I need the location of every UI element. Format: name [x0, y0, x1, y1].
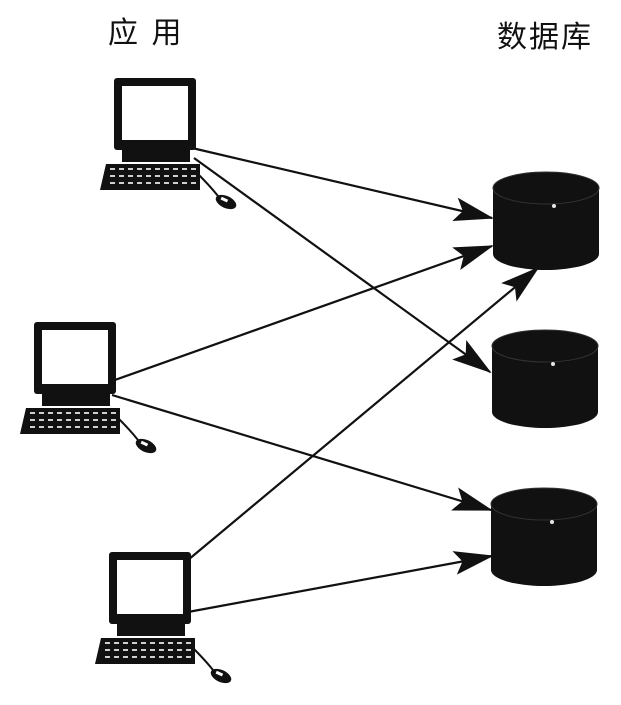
- connection-arrow-app-2-to-db-3: [111, 393, 493, 512]
- connection-arrow-app-1-to-db-1: [191, 146, 494, 222]
- nodes: [20, 78, 600, 684]
- screen: [122, 86, 188, 140]
- applications-heading: 应 用: [108, 16, 184, 51]
- connection-arrow-app-3-to-db-3: [187, 551, 494, 614]
- database-cylinder-db-2: [491, 329, 599, 428]
- database-cylinder-db-1: [492, 171, 600, 270]
- connection-arrow-app-3-to-db-1: [187, 266, 540, 561]
- computer-icon-app-3: [95, 552, 232, 684]
- database-cylinder-db-3: [490, 487, 598, 586]
- screen: [42, 330, 108, 384]
- connection-arrow-app-1-to-db-2: [193, 157, 492, 374]
- computer-icon-app-2: [20, 322, 157, 454]
- screen: [117, 560, 183, 614]
- connections: [111, 146, 540, 614]
- databases-heading: 数据库: [497, 20, 593, 55]
- computer-icon-app-1: [100, 78, 237, 210]
- connection-arrow-app-2-to-db-1: [111, 244, 494, 383]
